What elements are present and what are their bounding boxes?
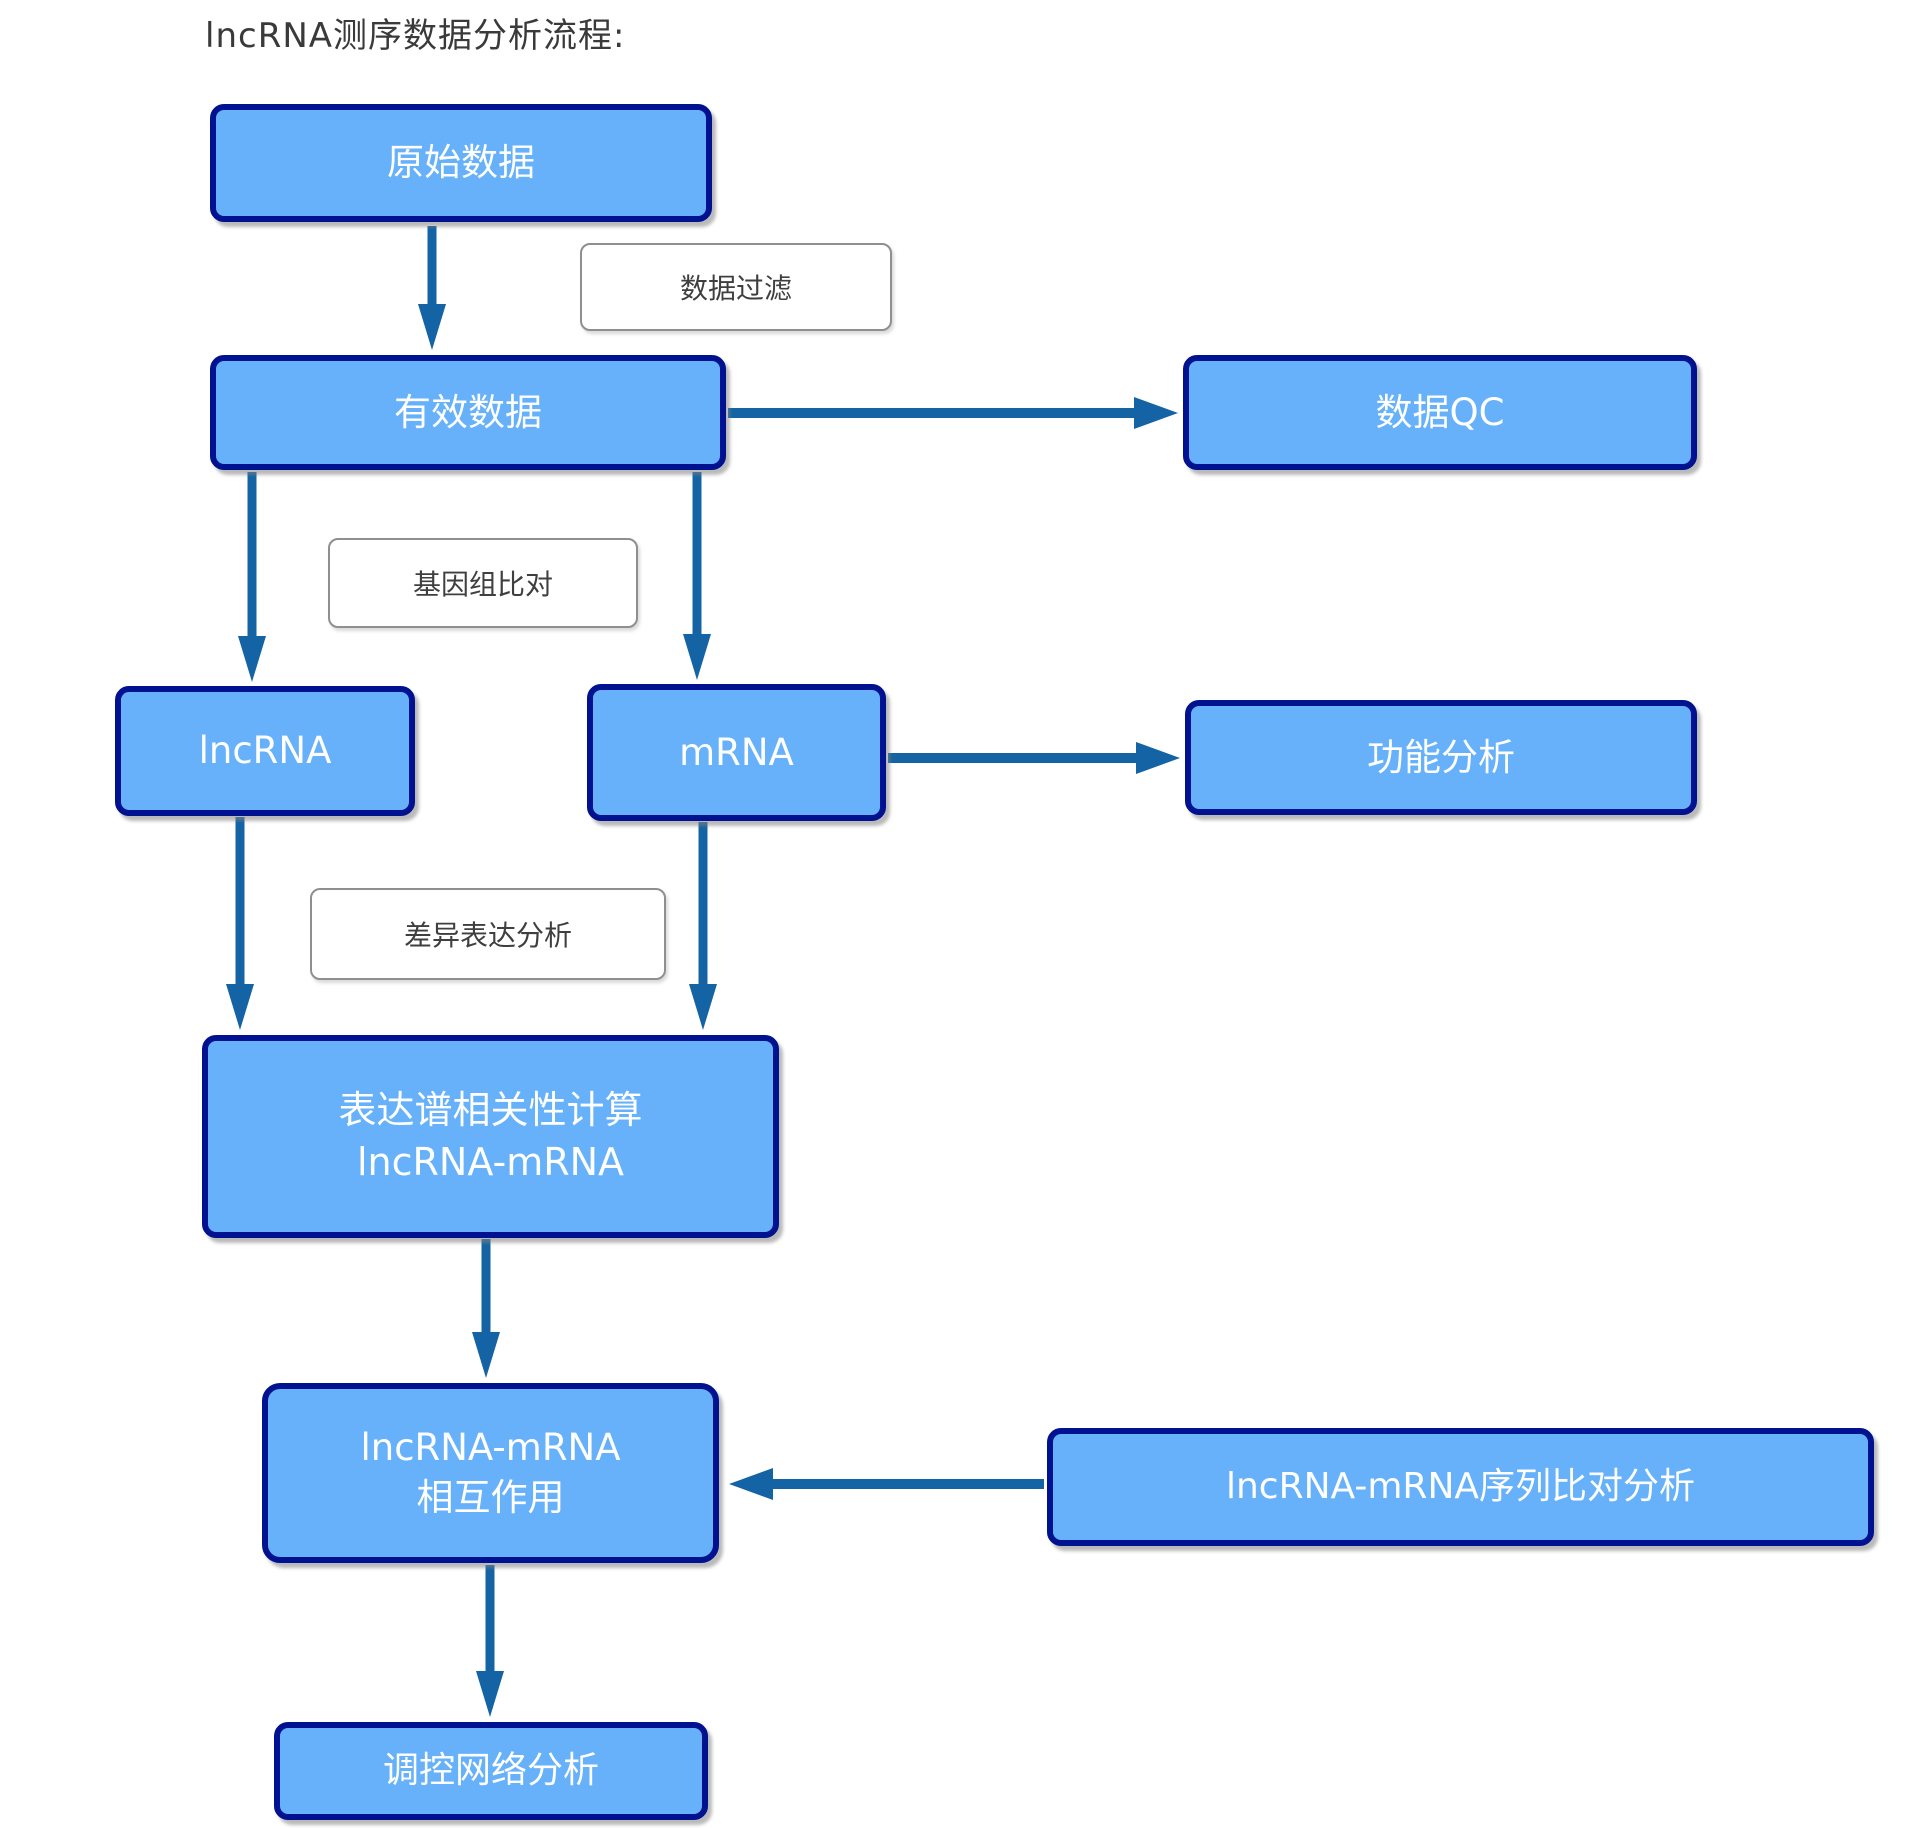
arrow-corr-to-inter: [472, 1239, 500, 1378]
node-raw-data: 原始数据: [210, 104, 712, 222]
edge-label-genome-alignment: 基因组比对: [328, 538, 638, 628]
arrow-valid-to-qc: [728, 397, 1178, 429]
arrow-mrna-to-func: [888, 742, 1180, 774]
edge-label-differential-expression: 差异表达分析: [310, 888, 666, 980]
node-valid-data: 有效数据: [210, 355, 726, 470]
edge-label-data-filter: 数据过滤: [580, 243, 892, 331]
node-regulatory-network-analysis: 调控网络分析: [274, 1722, 708, 1820]
arrow-valid-to-mrna: [683, 472, 711, 680]
arrow-lncrna-to-corr: [226, 817, 254, 1030]
node-lncrna: lncRNA: [115, 686, 415, 816]
node-sequence-alignment-analysis: lncRNA-mRNA序列比对分析: [1047, 1428, 1874, 1546]
node-functional-analysis: 功能分析: [1185, 700, 1697, 815]
node-lncrna-mrna-interaction: lncRNA-mRNA 相互作用: [262, 1383, 719, 1563]
arrow-seq-to-inter: [729, 1468, 1044, 1500]
node-expression-correlation: 表达谱相关性计算 lncRNA-mRNA: [202, 1035, 779, 1238]
arrow-valid-to-lncrna: [238, 472, 266, 682]
page-title: lncRNA测序数据分析流程:: [205, 16, 626, 56]
node-mrna: mRNA: [587, 684, 886, 821]
arrow-inter-to-network: [476, 1565, 504, 1717]
arrow-raw-to-valid: [418, 226, 446, 350]
arrow-mrna-to-corr: [689, 822, 717, 1030]
node-data-qc: 数据QC: [1183, 355, 1697, 470]
